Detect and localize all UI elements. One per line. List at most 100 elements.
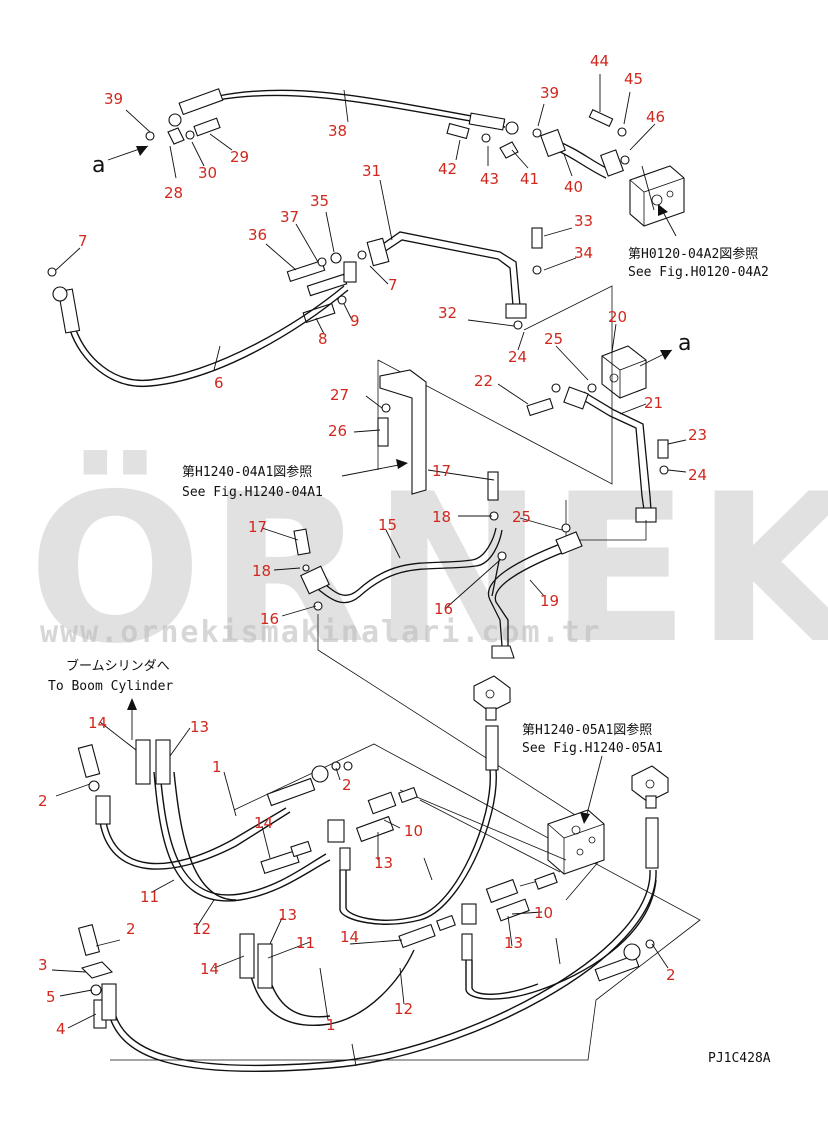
callout-43: 43 (480, 170, 499, 188)
callout-13-top: 13 (190, 718, 209, 736)
callout-18-left: 18 (252, 562, 271, 580)
callout-13-lower-right: 13 (504, 934, 523, 952)
callout-28: 28 (164, 184, 183, 202)
callout-2-lower-right: 2 (666, 966, 676, 984)
lower-hoses (99, 769, 657, 1073)
drawing-code: PJ1C428A (708, 1051, 771, 1066)
callout-6: 6 (214, 374, 224, 392)
hose-assembly-38 (145, 88, 542, 159)
callout-24-right: 24 (688, 466, 707, 484)
ref-h1240-05-en: See Fig.H1240-05A1 (522, 741, 663, 756)
callout-13-mid: 13 (374, 854, 393, 872)
callout-24-top: 24 (508, 348, 527, 366)
callout-40: 40 (564, 178, 583, 196)
callout-7-mid: 7 (388, 276, 398, 294)
bolt-set-36 (286, 250, 367, 324)
callout-15: 15 (378, 516, 397, 534)
callout-12-top: 12 (192, 920, 211, 938)
arrow-ref-h1240-05 (580, 755, 603, 824)
callout-41: 41 (520, 170, 539, 188)
watermark-brand: ÖRNEK (28, 450, 828, 689)
callout-18-top: 18 (432, 508, 451, 526)
callout-3: 3 (38, 956, 48, 974)
valve-block-top-right (629, 165, 685, 227)
ref-h0120-en: See Fig.H0120-04A2 (628, 265, 769, 280)
ref-h1240-05-jp: 第H1240-05A1図参照 (522, 722, 652, 738)
callout-8: 8 (318, 330, 328, 348)
pipe-21 (526, 383, 669, 523)
callout-42: 42 (438, 160, 457, 178)
callout-46: 46 (646, 108, 665, 126)
callout-13-lower: 13 (278, 906, 297, 924)
callout-39-left: 39 (104, 90, 123, 108)
callout-35: 35 (310, 192, 329, 210)
callout-1-lower: 1 (326, 1016, 336, 1034)
pipe-40 (540, 108, 630, 179)
callout-37: 37 (280, 208, 299, 226)
callout-32: 32 (438, 304, 457, 322)
callout-22: 22 (474, 372, 493, 390)
pipe-15 (300, 527, 503, 611)
callout-30: 30 (198, 164, 217, 182)
callout-16-mid: 16 (434, 600, 453, 618)
callout-23: 23 (688, 426, 707, 444)
callout-5: 5 (46, 988, 56, 1006)
marker-a-left: a (92, 153, 105, 178)
callout-33: 33 (574, 212, 593, 230)
callout-45: 45 (624, 70, 643, 88)
callout-10-lower: 10 (534, 904, 553, 922)
callout-39-right: 39 (540, 84, 559, 102)
boom-note-en: To Boom Cylinder (48, 679, 173, 694)
callout-29: 29 (230, 148, 249, 166)
callout-11-top: 11 (140, 888, 159, 906)
callout-2-left: 2 (38, 792, 48, 810)
flange-block-a (473, 675, 511, 771)
callout-17-top: 17 (432, 462, 451, 480)
flange-block-b (631, 765, 669, 869)
callout-14-mid: 14 (254, 814, 273, 832)
callout-27: 27 (330, 386, 349, 404)
callout-20: 20 (608, 308, 627, 326)
callout-38: 38 (328, 122, 347, 140)
callout-2-lower-left: 2 (126, 920, 136, 938)
callout-12-lower: 12 (394, 1000, 413, 1018)
frame-lines-mid (377, 285, 647, 541)
arrow-ref-h0120 (658, 204, 677, 237)
arrow-to-boom (127, 698, 137, 740)
callout-26: 26 (328, 422, 347, 440)
callout-14-lower-left: 14 (200, 960, 219, 978)
callout-9: 9 (350, 312, 360, 330)
lower-fittings (77, 739, 655, 1029)
leader-lines (51, 74, 687, 1067)
callout-14-top: 14 (88, 714, 107, 732)
ref-h1240-04-jp: 第H1240-04A1図参照 (182, 464, 312, 480)
callout-numbers: 44 45 46 39 39 38 29 30 28 42 43 41 40 3… (38, 52, 707, 1038)
callout-11-lower: 11 (296, 934, 315, 952)
callout-16-left: 16 (260, 610, 279, 628)
callout-21: 21 (644, 394, 663, 412)
ref-h1240-04-en: See Fig.H1240-04A1 (182, 485, 323, 500)
callout-34: 34 (574, 244, 593, 262)
arrow-ref-h1240-04 (341, 459, 408, 477)
callout-2-top-right: 2 (342, 776, 352, 794)
watermark: ÖRNEK www.ornekismakinalari.com.tr (28, 450, 828, 689)
callout-31: 31 (362, 162, 381, 180)
callout-7-left: 7 (78, 232, 88, 250)
arrow-marker-a-left (107, 145, 149, 161)
hose-6 (47, 267, 349, 387)
callout-44: 44 (590, 52, 609, 70)
watermark-url: www.ornekismakinalari.com.tr (40, 615, 602, 650)
callout-19: 19 (540, 592, 559, 610)
callout-1-top: 1 (212, 758, 222, 776)
boom-note-jp: ブームシリンダへ (66, 658, 170, 674)
arrow-marker-a-right (639, 349, 673, 367)
bolt-17 (293, 471, 499, 572)
valve-block-main (547, 809, 605, 875)
callout-25-mid: 25 (512, 508, 531, 526)
callout-36: 36 (248, 226, 267, 244)
callout-14-lower-mid: 14 (340, 928, 359, 946)
marker-a-right: a (678, 331, 691, 356)
ref-h0120-jp: 第H0120-04A2図参照 (628, 246, 758, 262)
pipe-19 (487, 523, 583, 659)
